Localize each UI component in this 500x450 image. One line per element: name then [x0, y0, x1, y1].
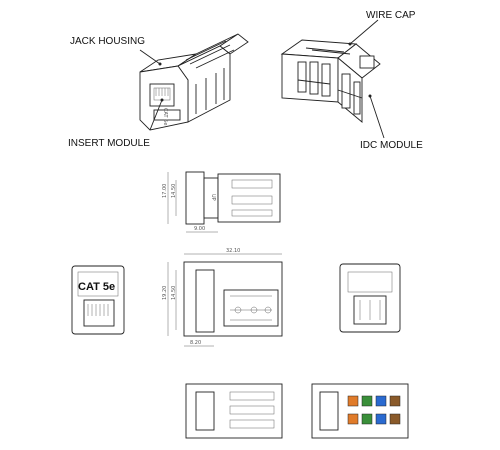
svg-text:UP: UP — [210, 194, 216, 201]
callout-lines — [139, 19, 385, 139]
idc-color-pins — [347, 395, 401, 425]
idc-pin-4 — [389, 395, 401, 407]
front-cat5e-label: CAT 5e — [78, 281, 115, 293]
bottom-view-right — [311, 383, 409, 439]
dim-depth-short: 9.00 — [194, 226, 205, 232]
idc-pin-6 — [361, 413, 373, 425]
idc-pin-7 — [375, 413, 387, 425]
idc-pin-8 — [389, 413, 401, 425]
dim-height-side-inner: 14.50 — [171, 286, 177, 300]
isometric-view-front: CAT 5e — [139, 33, 249, 131]
dim-height-outer: 17.00 — [162, 184, 168, 198]
dim-length: 32.10 — [226, 248, 240, 254]
svg-text:CAT 5e: CAT 5e — [162, 108, 168, 125]
idc-pin-5 — [347, 413, 359, 425]
bottom-view-left — [185, 383, 283, 439]
dim-height-inner: 14.50 — [171, 184, 177, 198]
idc-module-label: IDC MODULE — [360, 140, 423, 151]
front-view — [71, 265, 125, 335]
side-view — [167, 253, 283, 347]
insert-module-label: INSERT MODULE — [68, 138, 150, 149]
isometric-view-rear — [280, 39, 381, 123]
dim-height-side: 19.20 — [162, 286, 168, 300]
dim-base: 8.20 — [190, 340, 201, 346]
idc-pin-3 — [375, 395, 387, 407]
rear-view — [339, 263, 401, 333]
wire-cap-label: WIRE CAP — [366, 10, 416, 21]
idc-pin-1 — [347, 395, 359, 407]
jack-housing-label: JACK HOUSING — [70, 36, 145, 47]
top-view: UP — [167, 171, 281, 233]
idc-pin-2 — [361, 395, 373, 407]
